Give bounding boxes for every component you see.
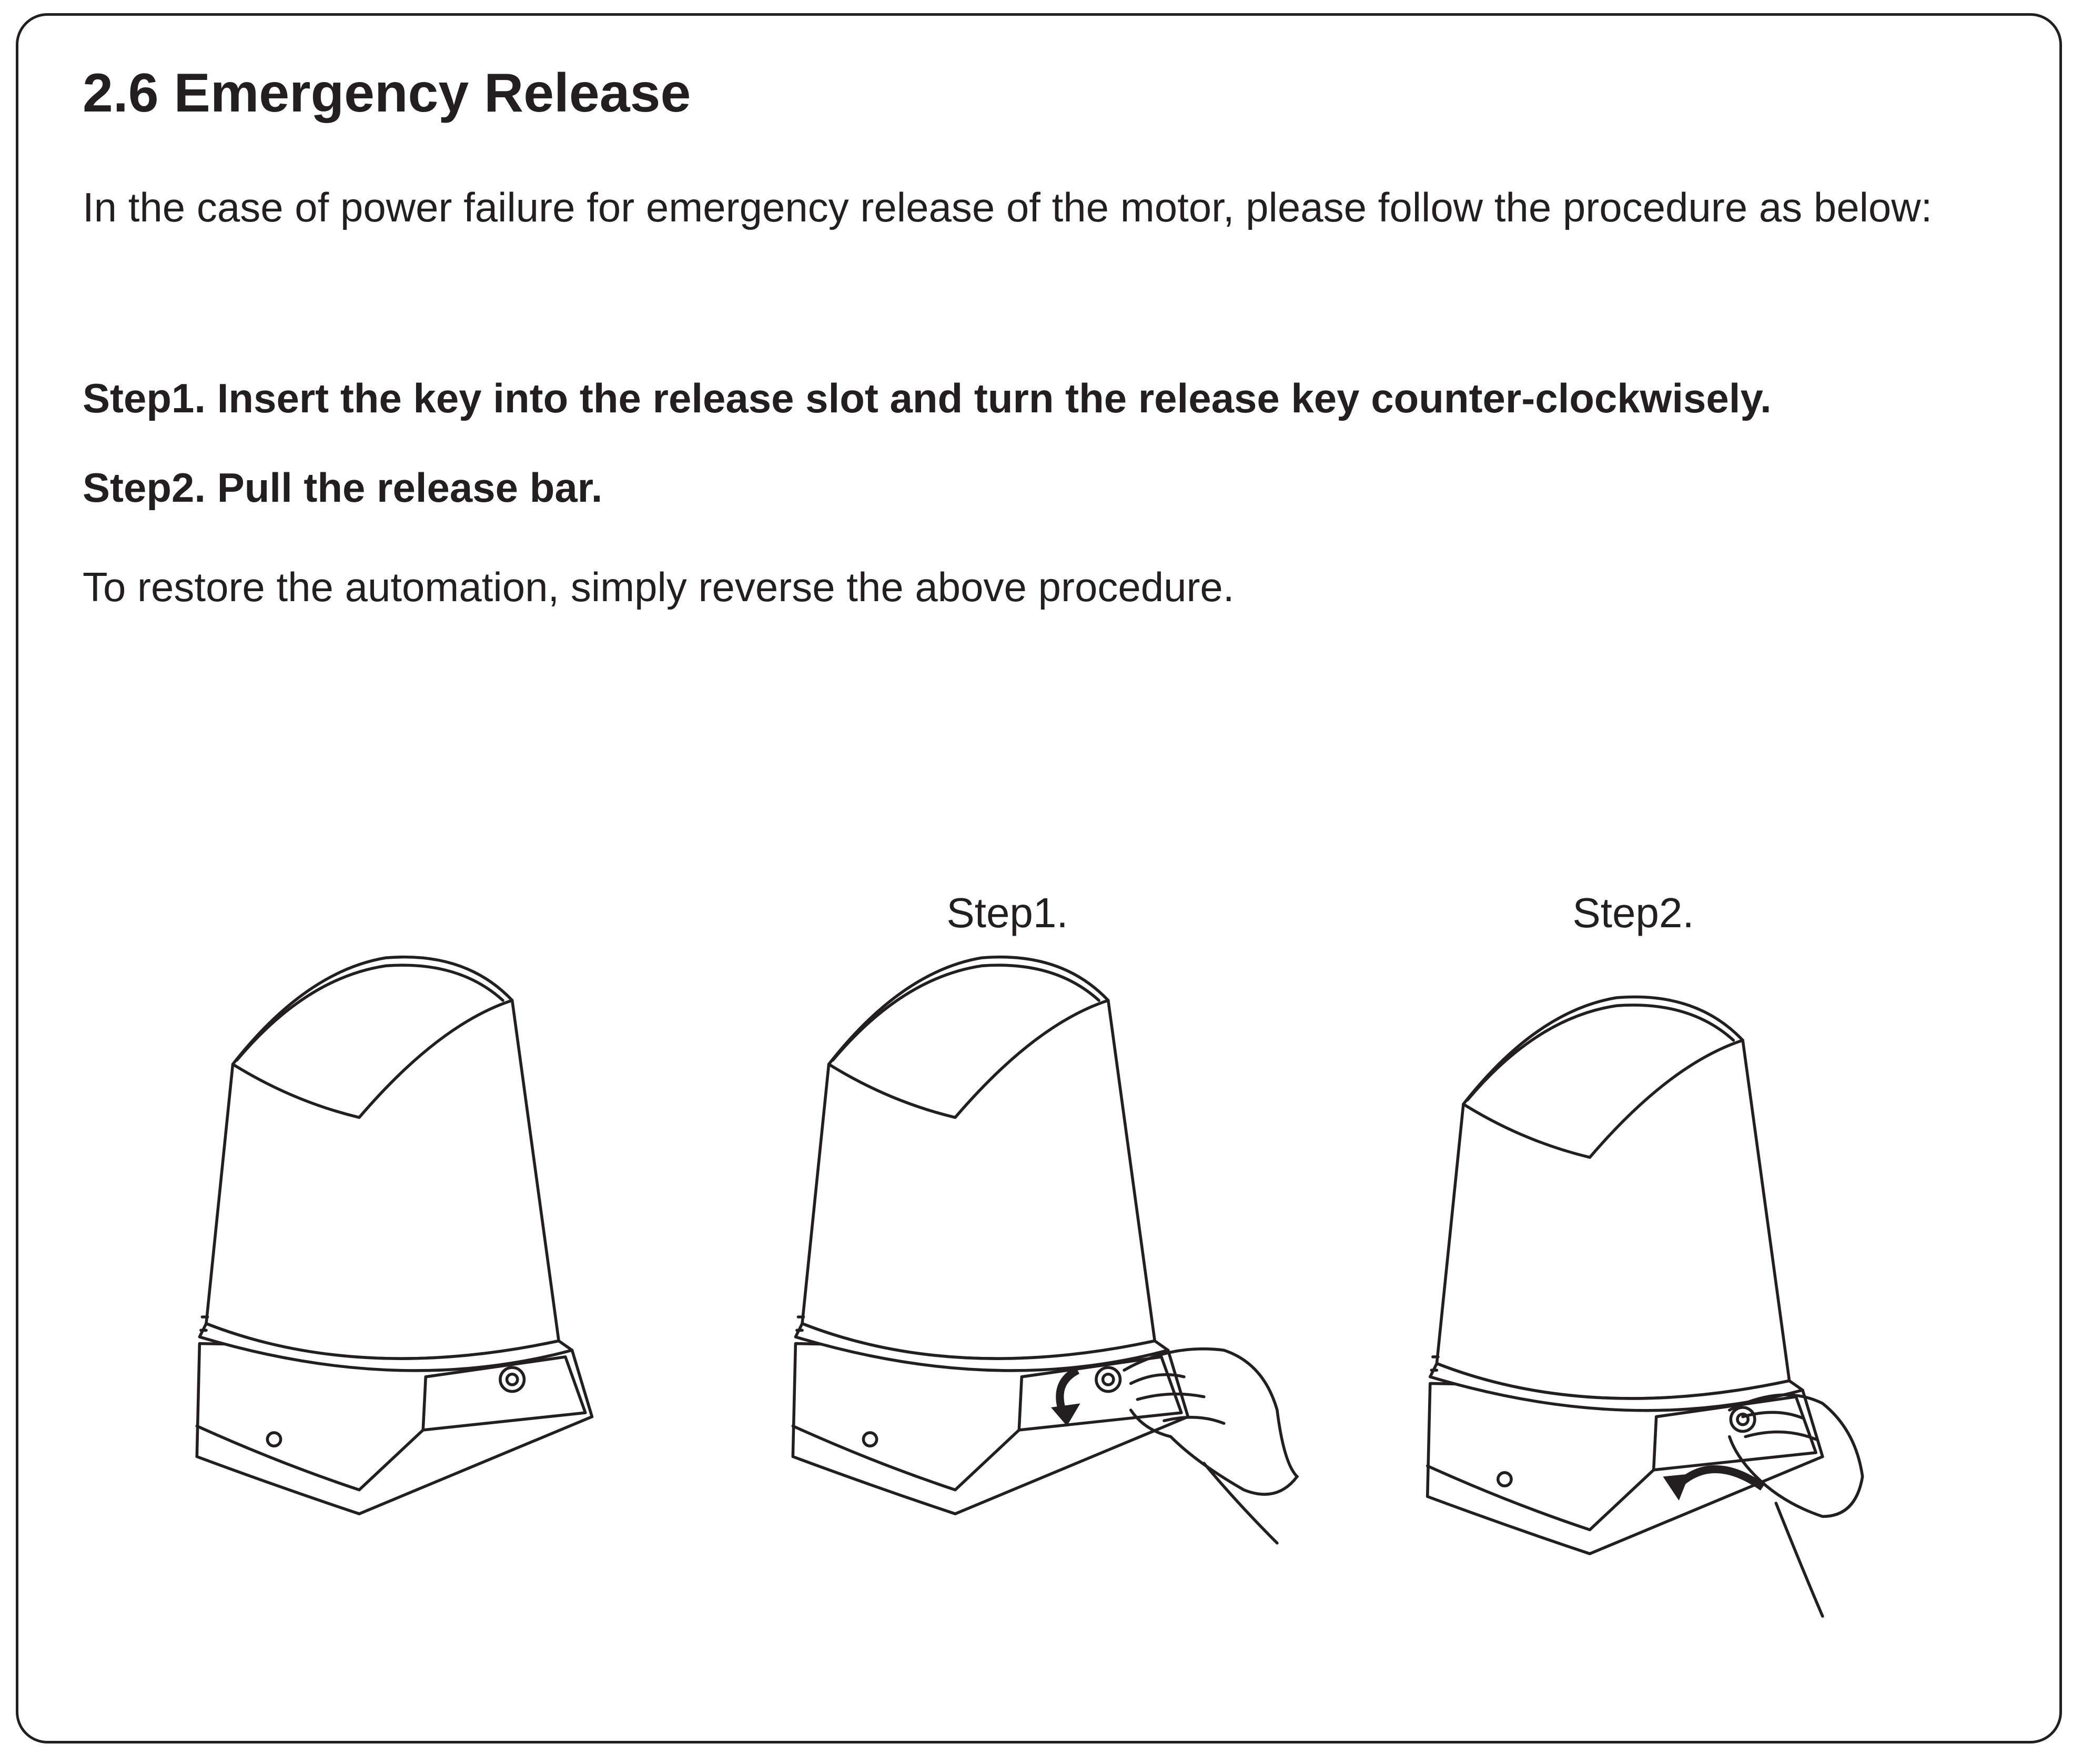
restore-paragraph: To restore the automation, simply revers… [83, 564, 1235, 610]
hand-turning-key-icon [1123, 1347, 1299, 1545]
step-1-instruction: Step1. Insert the key into the release s… [83, 375, 1772, 421]
intro-paragraph: In the case of power failure for emergen… [83, 184, 1933, 230]
arrow-head-icon [1050, 1403, 1080, 1426]
hand-pulling-bar-icon [1728, 1393, 1864, 1618]
section-title: 2.6 Emergency Release [83, 63, 691, 124]
motor-illustration-step1 [793, 957, 1299, 1545]
figure-label-step2: Step2. [1572, 889, 1694, 936]
step-2-instruction: Step2. Pull the release bar. [83, 464, 603, 511]
motor-illustration-step2 [1428, 997, 1864, 1618]
figure-label-step1: Step1. [946, 889, 1068, 936]
motor-illustration [197, 957, 592, 1514]
arrow-head-icon [1663, 1474, 1690, 1501]
page-frame [16, 13, 2062, 1743]
